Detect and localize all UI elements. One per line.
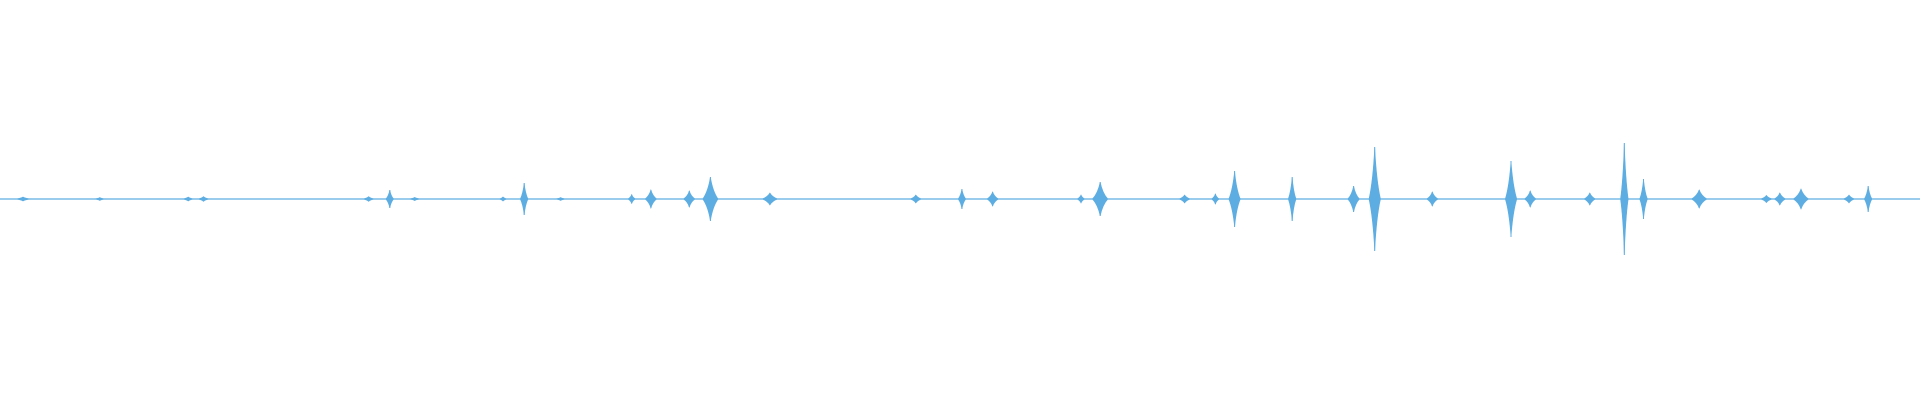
waveform-bursts <box>15 142 1873 256</box>
